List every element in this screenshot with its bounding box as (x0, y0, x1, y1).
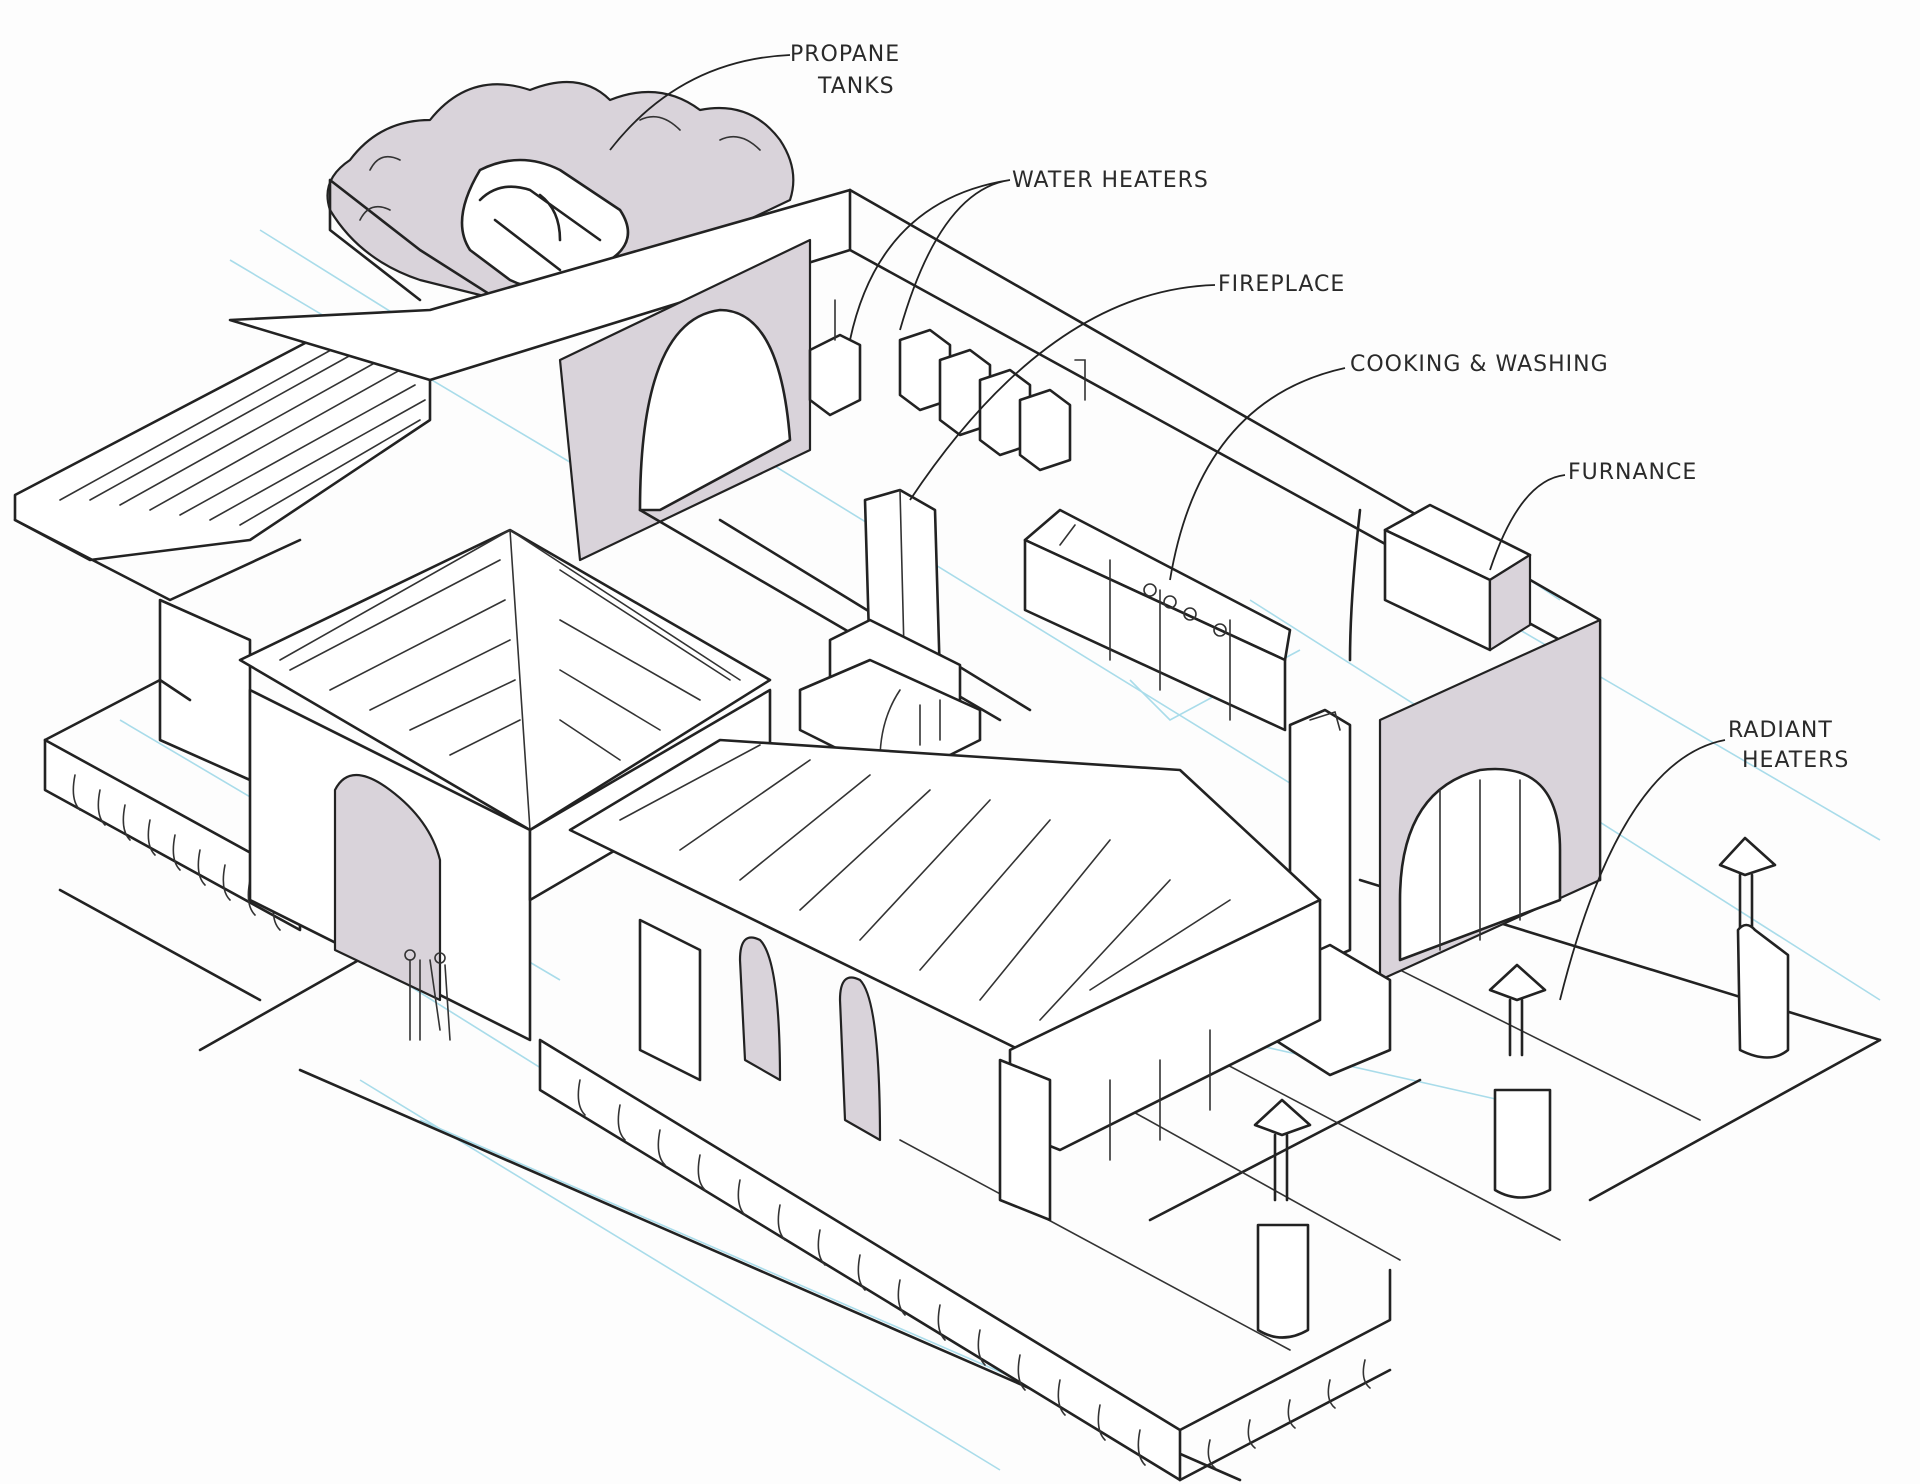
leader-lines (609, 54, 1726, 1001)
front-balustrade (538, 1038, 1392, 1482)
radiant-heater-1 (1718, 836, 1790, 1059)
label-radiant-line2: HEATERS (1742, 748, 1850, 773)
left-balustrade (43, 678, 302, 932)
radiant-heaters (1253, 836, 1790, 1339)
label-radiant-line1: RADIANT (1728, 718, 1833, 743)
back-wall (228, 188, 1602, 882)
fireplace-structure (798, 488, 982, 782)
right-wall (1378, 618, 1602, 982)
radiant-heater-2 (1488, 963, 1552, 1199)
label-fireplace: FIREPLACE (1218, 272, 1346, 297)
leader-propane (609, 54, 791, 151)
leader-water-heaters (849, 179, 1011, 341)
label-furnace: FURNANCE (1568, 460, 1698, 485)
label-propane-line1: PROPANE (790, 42, 901, 67)
label-propane-line2: TANKS (818, 74, 895, 99)
leader-fireplace (909, 284, 1216, 501)
leader-furnace (1489, 474, 1566, 571)
water-heaters (808, 299, 1086, 472)
label-cooking-washing: COOKING & WASHING (1350, 352, 1609, 377)
radiant-heater-3 (1253, 1098, 1312, 1339)
furnace (1348, 503, 1532, 662)
leader-radiant (1559, 739, 1726, 1001)
label-water-heaters: WATER HEATERS (1012, 168, 1209, 193)
cooking-washing-counter (1023, 508, 1292, 732)
central-pyramid-roof (238, 528, 772, 1042)
leader-cooking (1169, 367, 1346, 581)
right-roof-wing (568, 738, 1322, 1222)
